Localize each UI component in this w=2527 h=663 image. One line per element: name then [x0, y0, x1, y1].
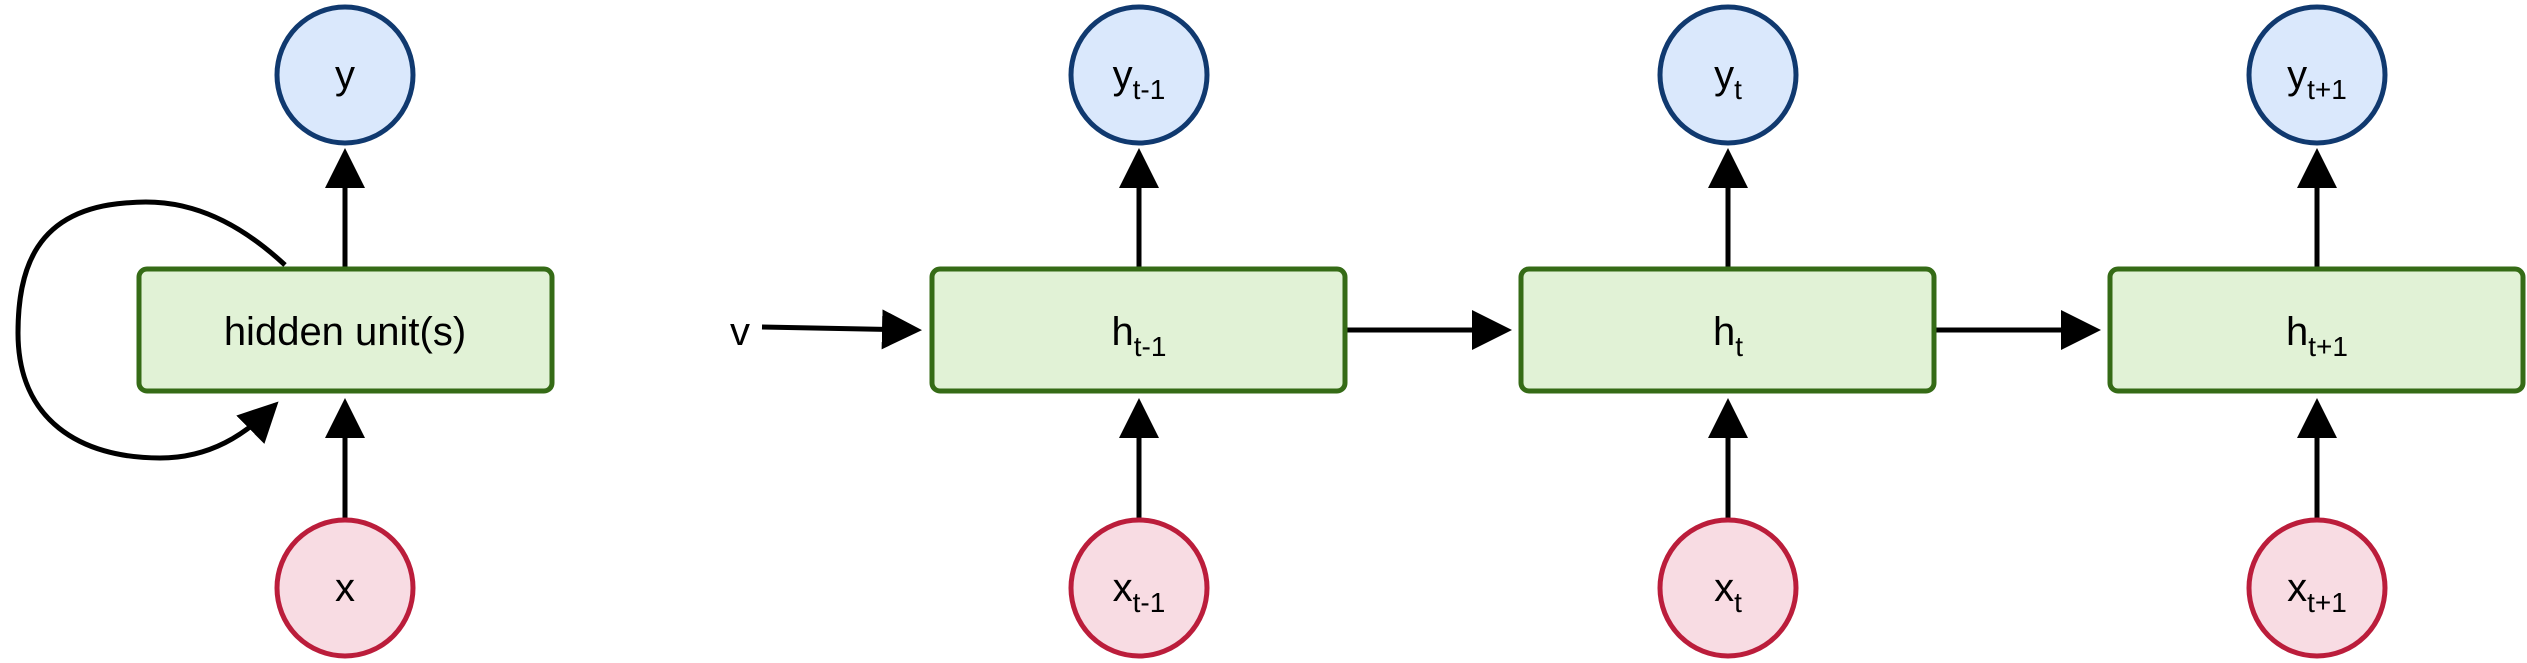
recurrent-loop-edge — [15, 199, 287, 461]
folded-rnn: y hidden unit(s) x — [15, 4, 555, 659]
input-node: xt-1 — [1068, 517, 1210, 659]
time-step: yt ht xt — [1518, 4, 1937, 659]
input-node-label: x — [335, 566, 355, 610]
unrolled-rnn: v yt-1 ht-1 xt-1 — [730, 4, 2526, 659]
input-node-label: xt — [1714, 566, 1742, 618]
hidden-state-label: ht — [1713, 310, 1743, 362]
initial-state-label: v — [730, 310, 750, 354]
output-node-y: y — [274, 4, 416, 146]
hidden-state-box: ht+1 — [2107, 266, 2526, 394]
output-node-label: yt+1 — [2287, 53, 2347, 105]
input-node: xt — [1657, 517, 1799, 659]
input-node-x: x — [274, 517, 416, 659]
time-step: yt+1 ht+1 xt+1 — [2107, 4, 2526, 659]
hidden-state-label: ht-1 — [1112, 310, 1167, 362]
output-node: yt-1 — [1068, 4, 1210, 146]
hidden-unit-label: hidden unit(s) — [224, 310, 466, 354]
input-node-label: xt+1 — [2287, 566, 2347, 618]
output-node-label: yt-1 — [1113, 53, 1166, 105]
output-node: yt+1 — [2246, 4, 2388, 146]
input-node-label: xt-1 — [1113, 566, 1166, 618]
hidden-state-box: ht — [1518, 266, 1937, 394]
input-node: xt+1 — [2246, 517, 2388, 659]
initial-state-edge — [761, 309, 922, 350]
hidden-state-label: ht+1 — [2286, 310, 2348, 362]
hidden-unit-box: hidden unit(s) — [136, 266, 555, 394]
time-step: yt-1 ht-1 xt-1 — [929, 4, 1348, 659]
output-node: yt — [1657, 4, 1799, 146]
output-node-label: y — [335, 53, 355, 97]
hidden-state-box: ht-1 — [929, 266, 1348, 394]
output-node-label: yt — [1714, 53, 1742, 105]
